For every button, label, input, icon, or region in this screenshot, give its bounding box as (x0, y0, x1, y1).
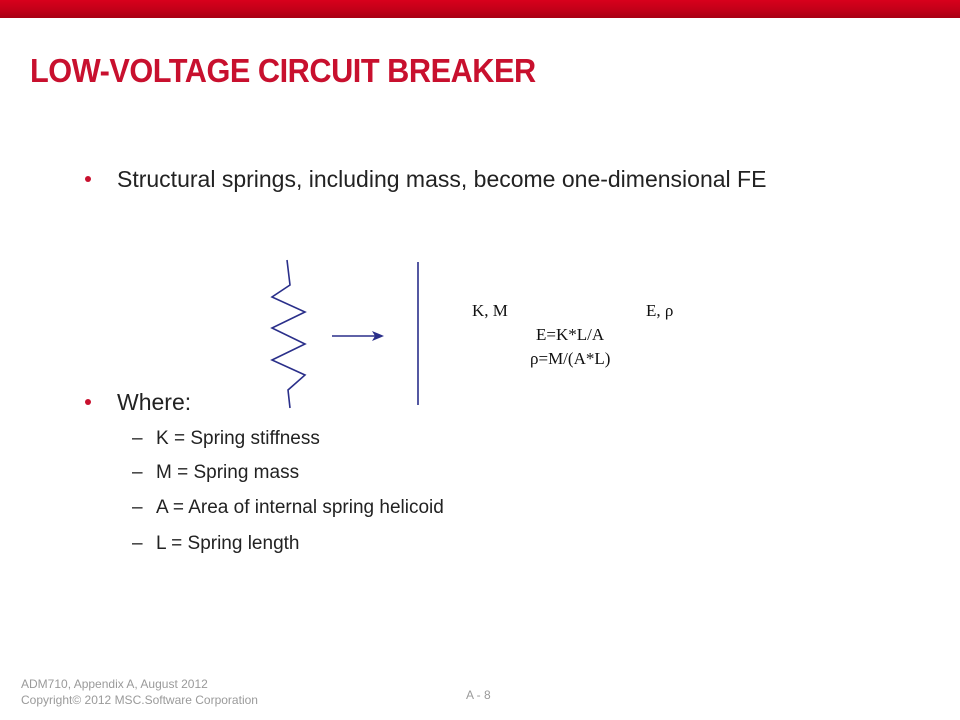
spring-to-element-diagram: K, M E, ρ E=K*L/A ρ=M/(A*L) (270, 259, 673, 409)
spring-zigzag-icon (270, 259, 307, 409)
top-accent-bar (0, 0, 960, 18)
slide-title: LOW-VOLTAGE CIRCUIT BREAKER (30, 52, 536, 89)
definition-item: – A = Area of internal spring helicoid (132, 497, 444, 519)
bullet-text: Structural springs, including mass, beco… (117, 166, 767, 192)
bullet-dot-icon (85, 399, 91, 405)
definition-text: L = Spring length (156, 533, 300, 554)
dash-icon: – (132, 462, 143, 483)
definition-text: M = Spring mass (156, 462, 300, 483)
page-number: A - 8 (466, 688, 491, 702)
definition-item: – L = Spring length (132, 533, 299, 555)
bullet-item: Where: (85, 389, 191, 416)
bullet-item: Structural springs, including mass, beco… (85, 166, 766, 193)
bullet-dot-icon (85, 176, 91, 182)
footer-course: ADM710, Appendix A, August 2012 (21, 677, 208, 691)
definition-item: – M = Spring mass (132, 462, 299, 484)
footer-copyright: Copyright© 2012 MSC.Software Corporation (21, 693, 258, 707)
definition-item: – K = Spring stiffness (132, 428, 320, 450)
definition-text: A = Area of internal spring helicoid (156, 497, 444, 518)
footer-info: ADM710, Appendix A, August 2012 Copyrigh… (21, 676, 258, 708)
dash-icon: – (132, 497, 143, 518)
formula-rho: ρ=M/(A*L) (530, 349, 610, 368)
spring-label: K, M (472, 301, 508, 320)
definition-text: K = Spring stiffness (156, 428, 320, 449)
arrow-head-icon (372, 331, 384, 341)
element-label: E, ρ (646, 301, 673, 320)
bullet-text: Where: (117, 389, 192, 415)
formula-e: E=K*L/A (536, 325, 605, 344)
dash-icon: – (132, 533, 143, 554)
dash-icon: – (132, 428, 143, 449)
